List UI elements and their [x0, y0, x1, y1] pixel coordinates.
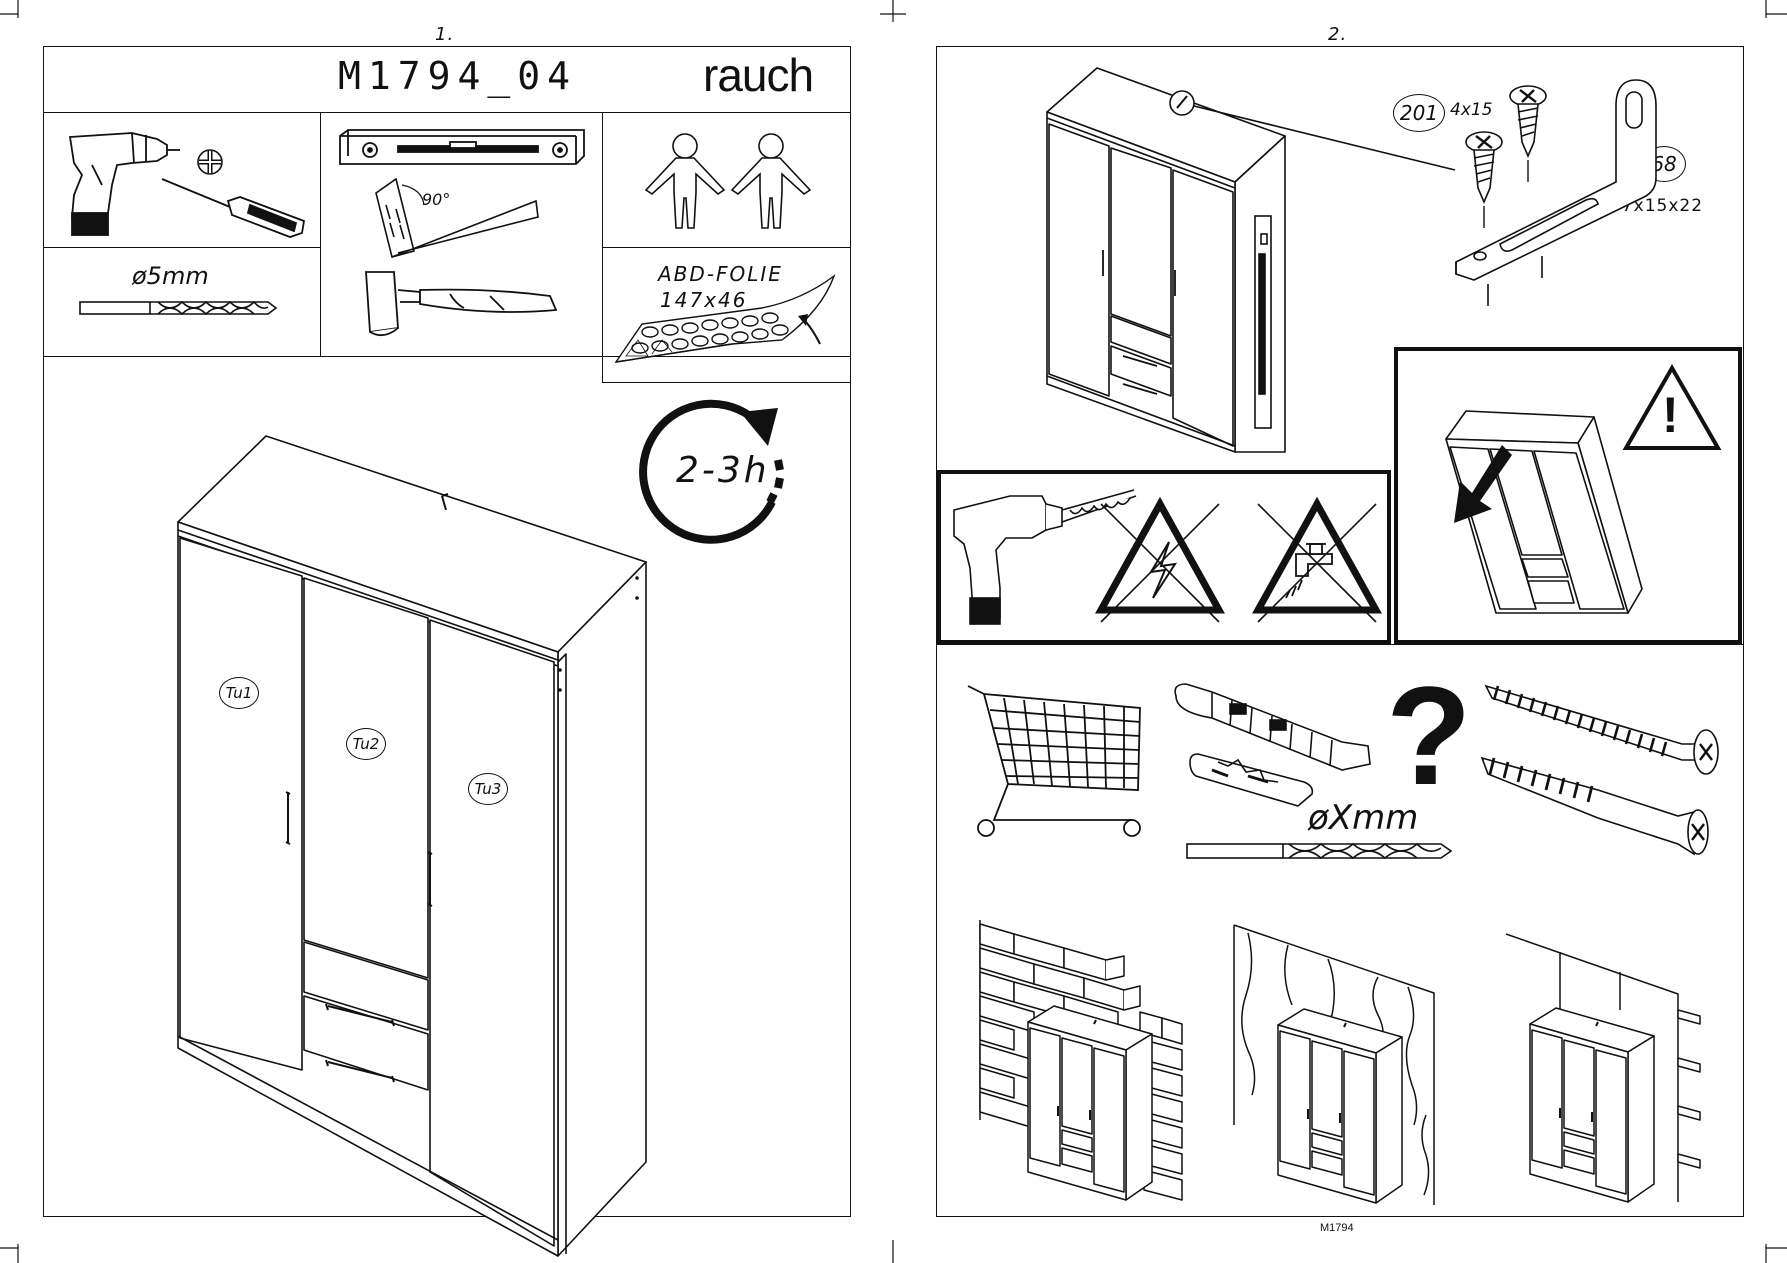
door-label-text: Tu2 [352, 735, 380, 753]
anchor-drill-size-label: øXmm [1308, 798, 1419, 838]
spirit-level-icon [339, 129, 585, 165]
drill-bit-icon [79, 300, 278, 316]
divider [43, 247, 320, 248]
wall-bracket-icon [1455, 79, 1657, 306]
wardrobe-drawing [177, 435, 647, 1257]
screw-part-badge: 201 [1393, 94, 1445, 132]
divider [602, 382, 851, 383]
door-label-text: Tu3 [474, 780, 502, 798]
page-number-right: 2. [1328, 24, 1348, 45]
screw-part-number: 201 [1399, 101, 1439, 125]
brand-logo: rauch [703, 49, 814, 101]
wall-plug-small-icon [1189, 753, 1314, 807]
shopping-cart-icon [967, 685, 1141, 837]
warning-exclamation: ! [1662, 387, 1679, 443]
drill-bit-size-label: ø5mm [132, 262, 209, 290]
foil-label-size: 147x46 [660, 288, 748, 312]
tipping-warning-box [1394, 347, 1742, 644]
divider [602, 112, 603, 383]
phillips-bit-icon [197, 149, 223, 175]
divider [43, 356, 851, 357]
no-water-pipe-icon [1252, 496, 1382, 623]
try-square-icon [375, 177, 539, 258]
left-page-frame [43, 46, 851, 1217]
warning-triangle-icon [1622, 363, 1722, 450]
right-page-frame [936, 46, 1744, 1217]
square-angle-label: 90° [422, 190, 451, 209]
door-label-tu2: Tu2 [346, 728, 386, 760]
divider [320, 112, 321, 356]
assembly-time-label: 2-3h [676, 450, 770, 491]
stud-wall-mounting-drawing [1505, 933, 1701, 1203]
screw-size: 4x15 [1450, 100, 1493, 120]
foil-label-name: ABD-FOLIE [658, 262, 783, 286]
divider [937, 644, 1743, 645]
wood-screw-icon [1484, 684, 1719, 775]
divider [602, 247, 851, 248]
countersunk-screw-icon [1480, 756, 1709, 856]
wardrobe-wall-fixing-drawing [1046, 67, 1456, 453]
tipping-wardrobe-drawing [1445, 410, 1643, 614]
brick-wall-mounting-drawing [979, 920, 1183, 1201]
assembly-time-icon [639, 399, 784, 544]
door-label-tu3: Tu3 [468, 773, 508, 805]
footer-model: M1794 [1320, 1222, 1354, 1234]
wall-plug-icon [1174, 683, 1371, 771]
door-label-text: Tu1 [225, 684, 253, 702]
door-label-tu1: Tu1 [219, 677, 259, 709]
cordless-drill-icon [68, 132, 180, 236]
drill-icon [953, 489, 1137, 625]
question-mark: ? [1386, 657, 1472, 814]
model-number: M1794_04 [338, 54, 578, 98]
drilling-hazard-warning-box [937, 470, 1391, 644]
masonry-drill-bit-icon [1186, 842, 1453, 860]
two-persons-icon [644, 133, 812, 229]
rubber-mallet-icon [365, 271, 558, 337]
divider [43, 112, 851, 113]
page-number-left: 1. [435, 24, 455, 45]
abd-foil-icon [614, 274, 836, 363]
no-electric-cable-icon [1095, 496, 1225, 623]
screwdriver-icon [161, 178, 306, 238]
wood-wall-mounting-drawing [1233, 924, 1435, 1205]
